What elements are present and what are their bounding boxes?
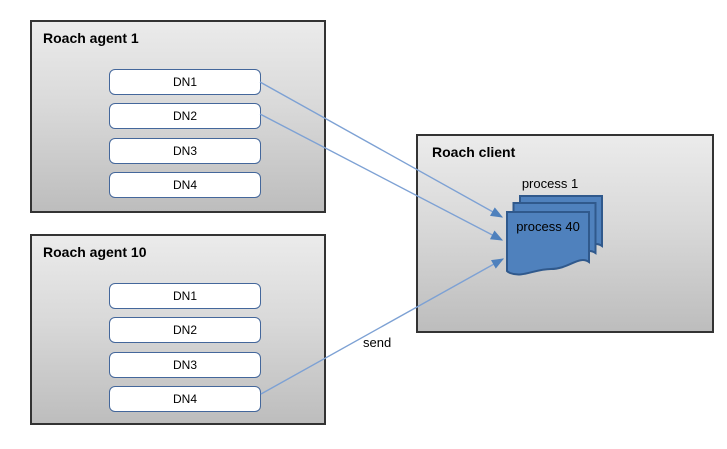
process-stack-top-label: process 1	[521, 176, 579, 191]
agent-1-node-dn2: DN2	[109, 103, 261, 129]
agent-10-box: Roach agent 10 DN1 DN2 DN3 DN4	[30, 234, 326, 425]
agent-1-node-dn3: DN3	[109, 138, 261, 164]
process-stack-front-label: process 40	[516, 219, 580, 234]
process-document-front	[506, 211, 590, 276]
process-document-stack	[506, 195, 603, 276]
agent-1-node-dn1: DN1	[109, 69, 261, 95]
client-title: Roach client	[432, 144, 516, 160]
agent-10-node-dn2: DN2	[109, 317, 261, 343]
agent-1-box: Roach agent 1 DN1 DN2 DN3 DN4	[30, 20, 326, 213]
agent-10-node-dn4: DN4	[109, 386, 261, 412]
agent-10-node-dn1: DN1	[109, 283, 261, 309]
edge-send-label: send	[363, 335, 392, 350]
agent-10-node-dn3: DN3	[109, 352, 261, 378]
agent-10-title: Roach agent 10	[43, 244, 147, 260]
agent-1-title: Roach agent 1	[43, 30, 139, 46]
agent-1-node-dn4: DN4	[109, 172, 261, 198]
